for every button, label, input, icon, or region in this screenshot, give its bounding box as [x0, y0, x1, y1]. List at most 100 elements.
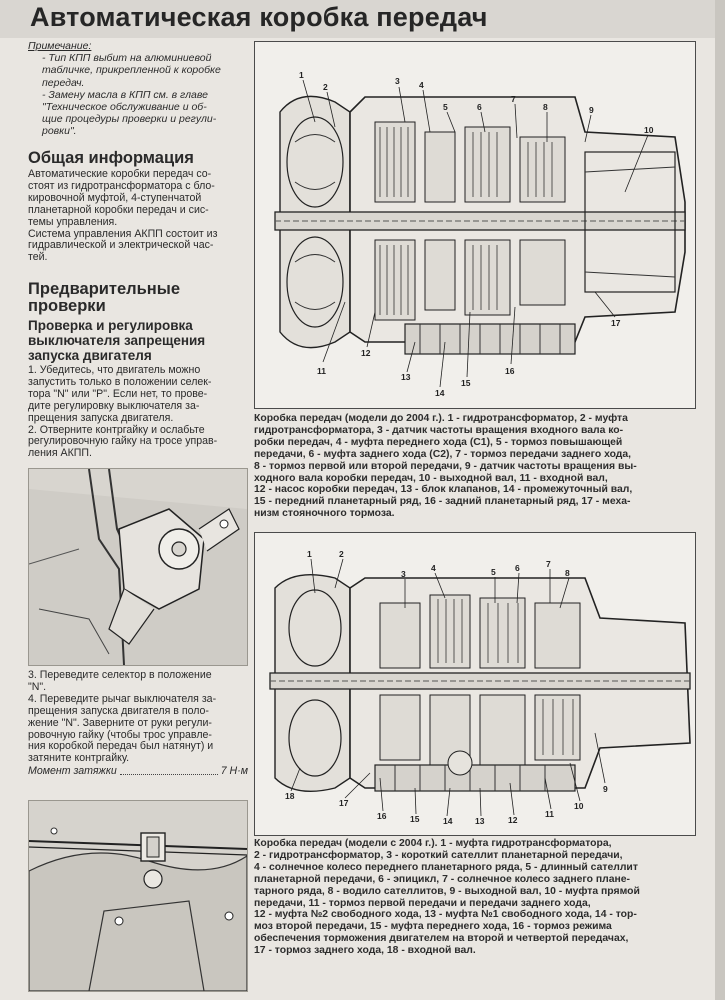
figure-1-caption: Коробка передач (модели до 2004 г.). 1 -…	[254, 413, 694, 520]
text-line: тора "N" или "P". Если нет, то прове-	[28, 387, 208, 400]
callout-6: 6	[515, 563, 520, 573]
caption-line: 4 - солнечное колесо переднего планетарн…	[254, 861, 638, 873]
caption-line: тарного ряда, 8 - водило сателлитов, 9 -…	[254, 885, 640, 897]
neutral-switch-drawing	[29, 469, 247, 665]
callout-14: 14	[435, 388, 445, 398]
text-line: запустить только в положении селек-	[28, 375, 212, 388]
subheading: запуска двигателя	[28, 348, 152, 363]
caption-line: гидротрансформатора, 3 - датчик частоты …	[254, 424, 624, 436]
callout-1: 1	[299, 70, 304, 80]
callout-15: 15	[461, 378, 471, 388]
text-line: планетарной коробки передач и сис-	[28, 203, 209, 216]
note-line: ровки".	[42, 125, 77, 138]
callout-5: 5	[491, 567, 496, 577]
text-line: ния коробкой передач был натянут) и	[28, 740, 214, 753]
text-line: Система управления АКПП состоит из	[28, 227, 218, 240]
text-line: дите регулировку выключателя за-	[28, 399, 200, 412]
caption-line: 8 - тормоз первой или второй передачи, 9…	[254, 460, 637, 472]
text-line: 2. Отверните контргайку и ослабьте	[28, 423, 205, 436]
callout-7: 7	[546, 559, 551, 569]
caption-line: планетарной передачи, 6 - эпицикл, 7 - с…	[254, 873, 630, 885]
steps-text: 1. Убедитесь, что двигатель можно запуст…	[28, 364, 248, 460]
callout-17: 17	[611, 318, 621, 328]
note-line: - Тип КПП выбит на алюминиевой	[42, 52, 212, 65]
callout-2: 2	[323, 82, 328, 92]
note-label: Примечание:	[28, 40, 92, 52]
caption-line: робки передач, 4 - муфта переднего хода …	[254, 436, 623, 448]
caption-line: ходного вала коробки передач, 10 - выход…	[254, 472, 608, 484]
text-line: 3. Переведите селектор в положение	[28, 669, 212, 681]
text-line: затяните контргайку.	[28, 752, 130, 765]
text-line: прещения запуска двигателя в поло-	[28, 704, 209, 717]
callout-9: 9	[589, 105, 594, 115]
section-heading: Предварительные	[28, 280, 181, 298]
callout-2: 2	[339, 549, 344, 559]
title-bar: Автоматическая коробка передач	[0, 0, 715, 38]
note-line: - Замену масла в КПП см. в главе	[42, 88, 208, 101]
callout-17: 17	[339, 798, 349, 808]
callout-11: 11	[317, 366, 326, 376]
subheading: выключателя запрещения	[28, 333, 206, 348]
photo-cable-nut	[28, 800, 248, 992]
cable-nut-drawing	[29, 801, 247, 991]
callout-5: 5	[443, 102, 448, 112]
callout-3: 3	[401, 569, 406, 579]
callout-3: 3	[395, 76, 400, 86]
page-edge	[715, 0, 725, 1000]
caption-line: передачи, 6 - муфта заднего хода (С2), 7…	[254, 448, 632, 460]
text-line: ления АКПП.	[28, 447, 92, 460]
note-line: "Техническое обслуживание и об-	[42, 101, 207, 114]
torque-value: 7 Н·м	[220, 765, 248, 778]
text-line: жение "N". Заверните от руки регули-	[28, 716, 212, 729]
text-line: 4. Переведите рычаг выключателя за-	[28, 692, 217, 705]
caption-line: передачи, 11 - тормоз первой передачи и …	[254, 897, 591, 909]
callout-4: 4	[419, 80, 424, 90]
callout-8: 8	[565, 568, 570, 578]
callout-16: 16	[505, 366, 515, 376]
callout-12: 12	[508, 815, 518, 825]
callout-6: 6	[477, 102, 482, 112]
caption-line: низм стояночного тормоза.	[254, 508, 395, 520]
caption-line: 17 - тормоз заднего хода, 18 - входной в…	[254, 945, 476, 957]
caption-line: 15 - передний планетарный ряд, 16 - задн…	[254, 496, 631, 508]
callout-8: 8	[543, 102, 548, 112]
photo-neutral-switch	[28, 468, 248, 666]
callout-11: 11	[545, 809, 554, 819]
callout-7: 7	[511, 94, 516, 104]
callout-1: 1	[307, 549, 312, 559]
text-line: стоят из гидротрансформатора с бло-	[28, 179, 215, 192]
torque-label: Момент затяжки	[28, 765, 117, 778]
caption-line: моз второй передачи, 15 - муфта переднег…	[254, 921, 612, 933]
figure-2-caption: Коробка передач (модели с 2004 г.). 1 - …	[254, 838, 694, 957]
callout-13: 13	[401, 372, 411, 382]
caption-line: Коробка передач (модели с 2004 г.). 1 - …	[254, 838, 612, 849]
section-heading: проверки	[28, 297, 106, 315]
caption-line: 12 - насос коробки передач, 13 - блок кл…	[254, 484, 633, 496]
text-line: прещения запуска двигателя.	[28, 411, 174, 424]
callout-10: 10	[574, 801, 584, 811]
caption-line: обеспечения торможения двигателем на вто…	[254, 933, 629, 945]
caption-line: Коробка передач (модели до 2004 г.). 1 -…	[254, 413, 628, 424]
section-heading: Общая информация	[28, 149, 194, 167]
text-line: гидравлической и электрической час-	[28, 239, 214, 252]
callout-12: 12	[361, 348, 371, 358]
transmission-diagram-pre2004: 1 2 3 4 5 6 7 8 9 10 11 12 13 14 15 16 1…	[255, 42, 695, 408]
text-line: 1. Убедитесь, что двигатель можно	[28, 364, 201, 376]
text-line: регулировочную гайку на тросе управ-	[28, 435, 218, 448]
callout-9: 9	[603, 784, 608, 794]
general-text: Автоматические коробки передач со- стоят…	[28, 168, 248, 264]
caption-line: 12 - муфта №2 свободного хода, 13 - муфт…	[254, 909, 637, 921]
figure-1-box: 1 2 3 4 5 6 7 8 9 10 11 12 13 14 15 16 1…	[254, 41, 696, 409]
callout-18: 18	[285, 791, 295, 801]
text-line: темы управления.	[28, 215, 118, 228]
checks-section: Предварительные проверки Проверка и регу…	[28, 281, 248, 460]
general-section: Общая информация Автоматические коробки …	[28, 150, 248, 264]
note-line: передач.	[42, 76, 85, 89]
callout-16: 16	[377, 811, 387, 821]
caption-line: 2 - гидротрансформатор, 3 - короткий сат…	[254, 849, 623, 861]
figure-2-box: 1 2 3 4 5 6 7 8 9 10 11 12 13 14 15 16 1…	[254, 532, 696, 836]
note-line: щие процедуры проверки и регули-	[42, 113, 217, 126]
transmission-diagram-2004: 1 2 3 4 5 6 7 8 9 10 11 12 13 14 15 16 1…	[255, 533, 695, 835]
text-line: тей.	[28, 251, 48, 264]
